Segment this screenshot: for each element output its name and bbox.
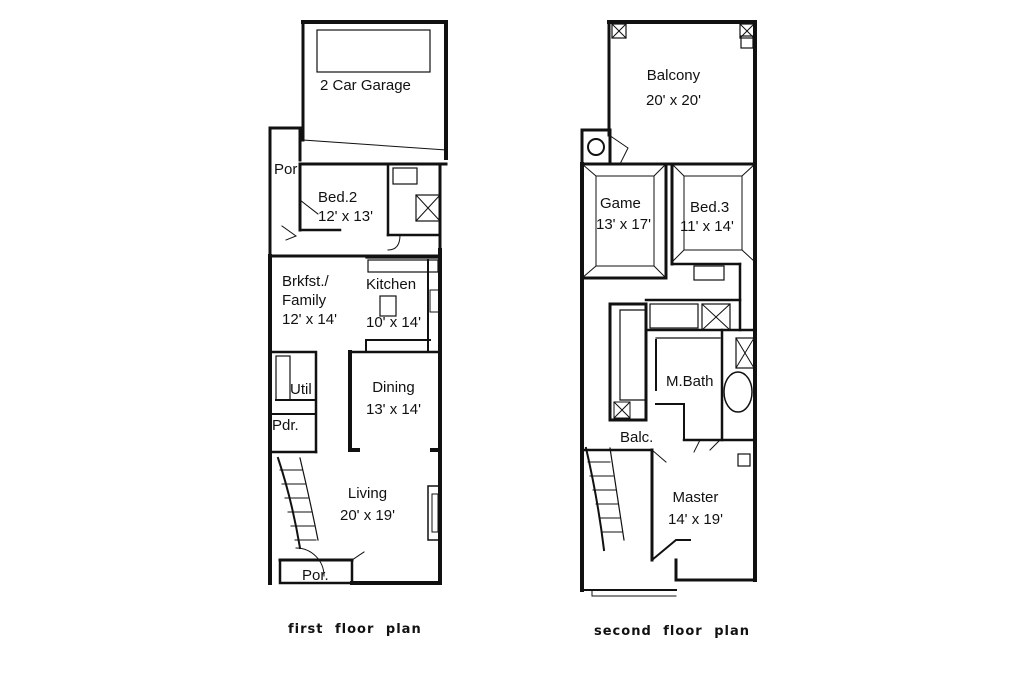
room-label-brkfst: Brkfst./ Family 12' x 14' <box>282 272 337 329</box>
room-name: Balcony <box>646 67 701 84</box>
room-label-front-porch: Por. <box>302 566 329 585</box>
second-floor-caption: second floor plan <box>594 624 750 639</box>
room-name: M.Bath <box>666 373 714 390</box>
room-name: Pdr. <box>272 417 299 434</box>
room-name: Game <box>600 195 641 212</box>
room-dim: 20' x 20' <box>646 92 701 109</box>
room-label-balc: Balc. <box>620 428 653 447</box>
second-floor-walls <box>580 20 757 597</box>
room-name: Bed.2 <box>318 189 358 206</box>
room-label-util: Util <box>290 380 312 399</box>
room-name: Master <box>672 489 719 506</box>
first-floor-caption: first floor plan <box>288 622 422 637</box>
room-label-bed3: Bed.3 11' x 14' <box>680 198 734 236</box>
room-label-pdr: Pdr. <box>272 416 299 435</box>
room-name: Living <box>347 485 388 502</box>
room-label-side-porch: Por <box>274 160 297 179</box>
room-label-balcony: Balcony 20' x 20' <box>646 66 701 110</box>
room-name: Balc. <box>620 429 654 446</box>
room-name-line2: Family <box>282 292 327 309</box>
room-name: Por <box>274 161 298 178</box>
room-dim: 10' x 14' <box>366 314 421 331</box>
room-name: Por. <box>302 567 329 584</box>
room-label-garage: 2 Car Garage <box>320 76 411 95</box>
room-label-bed2: Bed.2 12' x 13' <box>318 188 373 226</box>
room-label-master: Master 14' x 19' <box>668 488 723 529</box>
room-label-mbath: M.Bath <box>666 372 714 391</box>
room-name: Util <box>290 381 312 398</box>
room-name: Bed.3 <box>690 199 730 216</box>
room-dim: 20' x 19' <box>340 507 395 524</box>
room-name: Kitchen <box>366 276 417 293</box>
room-dim: 12' x 13' <box>318 208 373 225</box>
first-floor-walls <box>268 20 448 585</box>
room-label-kitchen: Kitchen 10' x 14' <box>366 275 421 332</box>
room-name: 2 Car Garage <box>320 77 411 94</box>
room-dim: 13' x 14' <box>366 401 421 418</box>
room-dim: 14' x 19' <box>668 511 723 528</box>
room-dim: 11' x 14' <box>680 218 734 235</box>
room-label-living: Living 20' x 19' <box>340 484 395 525</box>
room-name: Dining <box>372 379 415 396</box>
room-dim: 13' x 17' <box>596 216 651 233</box>
room-label-game: Game 13' x 17' <box>596 194 651 234</box>
room-dim: 12' x 14' <box>282 311 337 328</box>
room-label-dining: Dining 13' x 14' <box>366 378 421 419</box>
room-name: Brkfst./ <box>282 273 329 290</box>
